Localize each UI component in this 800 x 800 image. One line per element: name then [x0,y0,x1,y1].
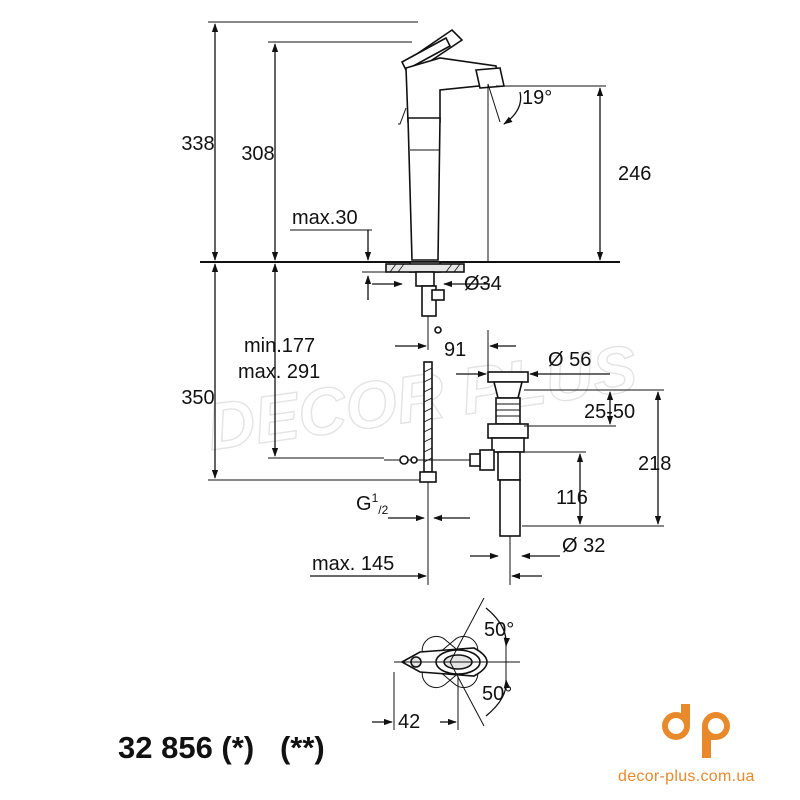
label-total-height: 338 [181,133,214,155]
brand-website: decor-plus.com.ua [618,768,755,785]
model-number: 32 856 (*) (**) [118,730,325,765]
label-waste-range: 25-50 [584,401,635,423]
label-tail-length: 116 [556,487,588,509]
right-dimensions [372,85,664,560]
label-lever-angle-bottom: 50° [482,683,512,705]
label-spout-height: 308 [241,143,274,165]
label-max-deck: max.30 [292,207,358,229]
lever-top-view [372,597,520,730]
label-tail-diameter: Ø 32 [562,535,605,557]
label-below-deck: 350 [181,387,214,409]
label-lever-angle-top: 50° [484,619,514,641]
label-popup-offset: 91 [444,339,466,361]
logo-letters: dp [652,704,654,705]
label-lever-offset: 42 [398,711,420,733]
fixing-assembly [384,261,482,585]
left-dimensions [208,21,542,580]
faucet-body [398,28,505,262]
label-spout-angle: 19° [522,87,552,109]
label-thread-sub: /2 [378,503,388,517]
label-hose-min: min.177 [244,335,315,357]
label-outlet-height: 246 [618,163,651,185]
waste-assembly [469,371,529,585]
label-hole-diameter: Ø34 [464,273,502,295]
label-thread-g: G [356,493,372,515]
label-connection-thread: G1/2 [356,491,389,517]
dimension-labels: 338 308 19° 246 max.30 Ø34 min.177 max. … [181,87,671,733]
label-hose-max: max. 291 [238,361,320,383]
brand-logo: dp [652,704,730,758]
label-thread-super: 1 [372,491,379,505]
label-waste-top-diameter: Ø 56 [548,349,591,371]
label-waste-length: 218 [638,453,671,475]
label-max-reach: max. 145 [312,553,394,575]
